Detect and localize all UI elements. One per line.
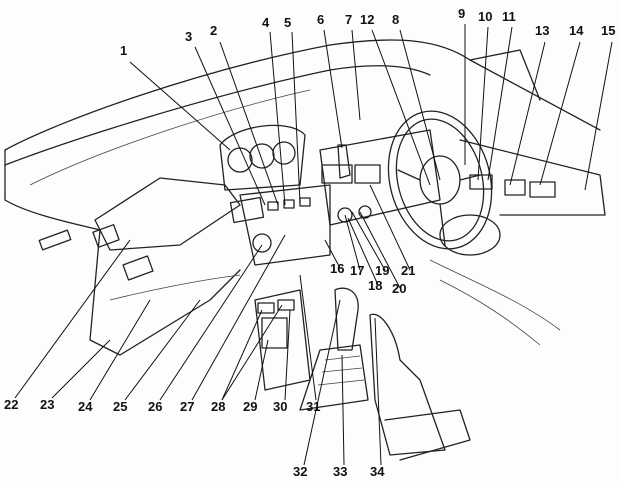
callout-6: 6 (317, 12, 325, 27)
callout-25: 25 (113, 399, 128, 414)
callout-15: 15 (601, 23, 616, 38)
callout-18: 18 (368, 278, 383, 293)
callout-28: 28 (211, 399, 226, 414)
callout-32: 32 (293, 464, 308, 479)
callout-30: 30 (273, 399, 288, 414)
callout-24: 24 (78, 399, 93, 414)
callout-2: 2 (210, 23, 218, 38)
callout-10: 10 (478, 9, 493, 24)
callout-3: 3 (185, 29, 193, 44)
callout-11: 11 (502, 9, 516, 24)
callout-21: 21 (401, 263, 416, 278)
callout-7: 7 (345, 12, 353, 27)
callout-12: 12 (360, 12, 375, 27)
callout-4: 4 (262, 15, 270, 30)
callout-31: 31 (306, 399, 321, 414)
callout-33: 33 (333, 464, 348, 479)
callout-22: 22 (4, 397, 19, 412)
callout-17: 17 (350, 263, 365, 278)
callout-27: 27 (180, 399, 195, 414)
callout-9: 9 (458, 6, 466, 21)
callout-8: 8 (392, 12, 400, 27)
callout-20: 20 (392, 281, 407, 296)
callout-1: 1 (120, 43, 128, 58)
callout-29: 29 (243, 399, 258, 414)
callout-34: 34 (370, 464, 385, 479)
callout-13: 13 (535, 23, 550, 38)
callout-26: 26 (148, 399, 163, 414)
callout-16: 16 (330, 261, 345, 276)
callout-19: 19 (375, 263, 390, 278)
callout-14: 14 (569, 23, 584, 38)
callout-23: 23 (40, 397, 55, 412)
callout-5: 5 (284, 15, 292, 30)
